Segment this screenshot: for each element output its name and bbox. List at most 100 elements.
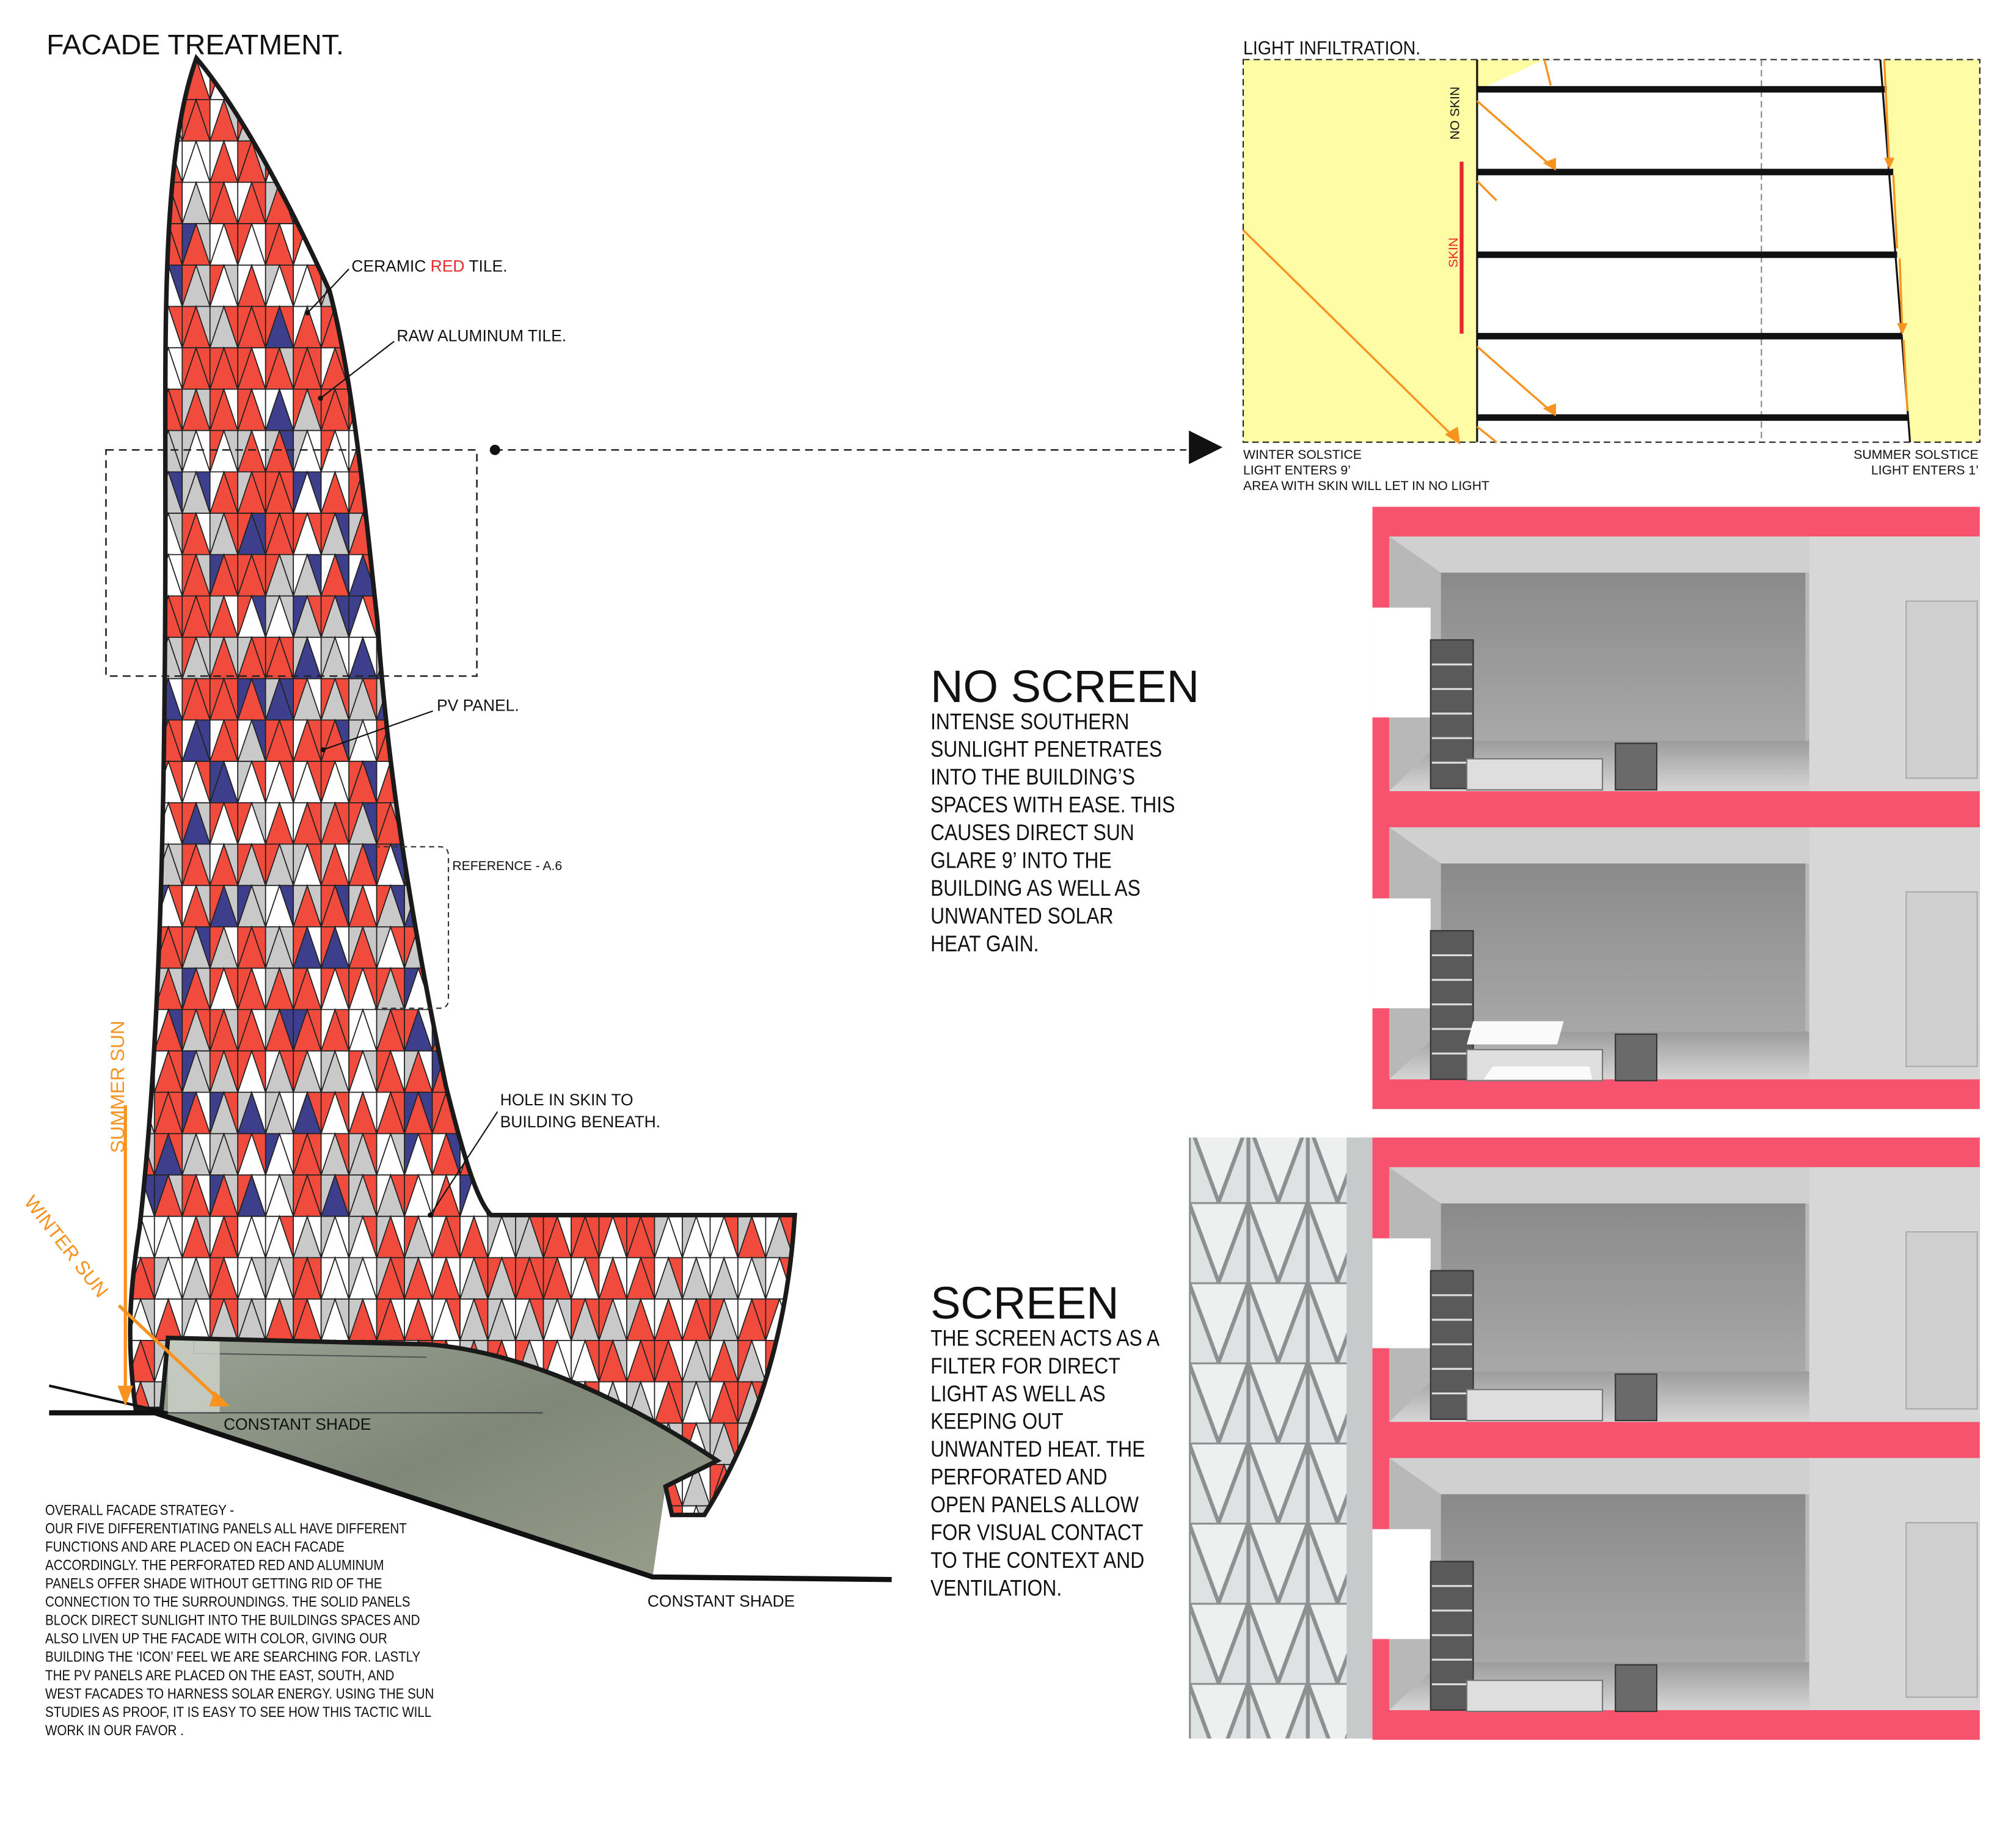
facade-tile bbox=[237, 306, 253, 348]
facade-tile bbox=[181, 1133, 197, 1176]
facade-tile bbox=[626, 1174, 641, 1217]
facade-tile bbox=[557, 1133, 572, 1176]
facade-tile bbox=[654, 802, 670, 844]
facade-tile bbox=[584, 513, 600, 555]
facade-tile bbox=[431, 1215, 447, 1258]
facade-tile bbox=[237, 1464, 253, 1506]
svg-text:LIGHT ENTERS 9’: LIGHT ENTERS 9’ bbox=[1243, 464, 1351, 478]
facade-tile bbox=[515, 926, 530, 968]
facade-tile bbox=[737, 885, 753, 927]
facade-tile bbox=[320, 389, 336, 431]
facade-tile bbox=[765, 1257, 781, 1300]
facade-tile bbox=[654, 635, 684, 679]
facade-tile bbox=[473, 554, 489, 596]
facade-tile bbox=[320, 967, 336, 1010]
facade-tile bbox=[751, 554, 767, 596]
facade-tile bbox=[362, 58, 378, 100]
facade-tile bbox=[237, 926, 253, 968]
facade-tile bbox=[417, 389, 433, 431]
facade-tile bbox=[668, 637, 683, 679]
facade-tile bbox=[209, 554, 225, 596]
facade-tile bbox=[792, 1215, 795, 1259]
callout-pv-panel: PV PANEL. bbox=[320, 697, 519, 753]
facade-tile bbox=[320, 1215, 336, 1258]
facade-tile bbox=[181, 181, 197, 224]
facade-tile bbox=[709, 885, 725, 927]
facade-tile bbox=[487, 58, 517, 100]
facade-tile bbox=[473, 99, 489, 142]
facade-tile bbox=[459, 428, 489, 473]
facade-tile bbox=[320, 222, 350, 266]
facade-tile bbox=[571, 99, 586, 142]
facade-tile bbox=[515, 595, 530, 638]
facade-tile bbox=[487, 347, 503, 390]
facade-tile bbox=[348, 304, 378, 349]
ground-line-thin bbox=[48, 1384, 169, 1414]
facade-tile bbox=[542, 223, 558, 266]
facade-tile bbox=[682, 637, 697, 679]
facade-tile bbox=[778, 595, 794, 638]
facade-tile bbox=[473, 181, 489, 224]
facade-tile bbox=[626, 926, 641, 968]
facade-tile bbox=[528, 513, 544, 555]
facade-tile bbox=[404, 1174, 420, 1217]
facade-tile bbox=[668, 1133, 683, 1176]
facade-tile bbox=[459, 1008, 489, 1052]
facade-tile bbox=[487, 635, 517, 679]
facade-tile bbox=[778, 181, 794, 224]
text-line: INTENSE SOUTHERN bbox=[930, 709, 1129, 734]
facade-tile bbox=[487, 1132, 517, 1176]
facade-tile bbox=[737, 1133, 753, 1176]
facade-tile bbox=[584, 181, 600, 224]
facade-tile bbox=[654, 884, 684, 927]
facade-tile bbox=[265, 1133, 280, 1176]
facade-tile bbox=[751, 430, 767, 472]
facade-tile bbox=[376, 926, 392, 968]
facade-tile bbox=[130, 1008, 155, 1052]
facade-tile bbox=[181, 513, 197, 555]
facade-tile bbox=[792, 884, 795, 927]
facade-tile bbox=[654, 1132, 684, 1176]
facade-tile bbox=[598, 1008, 628, 1052]
facade-tile bbox=[501, 802, 516, 844]
facade-tile bbox=[765, 513, 781, 555]
facade-tile-grid bbox=[130, 58, 795, 1515]
facade-tile bbox=[279, 1464, 294, 1506]
facade-tile bbox=[682, 802, 697, 844]
facade-tile bbox=[376, 99, 392, 142]
facade-tile bbox=[598, 180, 628, 225]
facade-tile bbox=[459, 802, 475, 844]
facade-tile bbox=[139, 637, 155, 679]
facade-tile bbox=[571, 843, 586, 886]
facade-tile bbox=[695, 347, 711, 390]
facade-tile bbox=[668, 802, 683, 844]
facade-tile bbox=[709, 1298, 725, 1341]
facade-tile bbox=[376, 761, 392, 803]
facade-tile bbox=[404, 761, 420, 803]
facade-tile bbox=[668, 99, 683, 142]
facade-tile bbox=[570, 966, 600, 1011]
facade-tile bbox=[709, 966, 739, 1011]
facade-tile bbox=[431, 553, 461, 597]
facade-tile bbox=[265, 347, 280, 390]
facade-tile bbox=[542, 802, 558, 844]
facade-tile bbox=[778, 843, 794, 886]
facade-tile bbox=[473, 926, 489, 968]
facade-tile bbox=[626, 966, 656, 1011]
door bbox=[1905, 1231, 1978, 1410]
facade-tile bbox=[765, 99, 781, 142]
facade-tile bbox=[723, 554, 739, 596]
facade-tile bbox=[431, 595, 447, 638]
facade-tile bbox=[654, 926, 670, 968]
facade-tile bbox=[570, 470, 600, 514]
facade-tile bbox=[626, 678, 641, 720]
facade-tile bbox=[293, 802, 309, 844]
facade-tile bbox=[598, 140, 614, 183]
facade-tile bbox=[293, 1298, 309, 1341]
facade-tile bbox=[640, 1050, 656, 1092]
facade-tile bbox=[681, 222, 711, 266]
facade-tile bbox=[709, 223, 725, 266]
facade-tile bbox=[306, 1464, 322, 1506]
facade-tile bbox=[793, 802, 795, 844]
facade-tile bbox=[431, 98, 461, 142]
